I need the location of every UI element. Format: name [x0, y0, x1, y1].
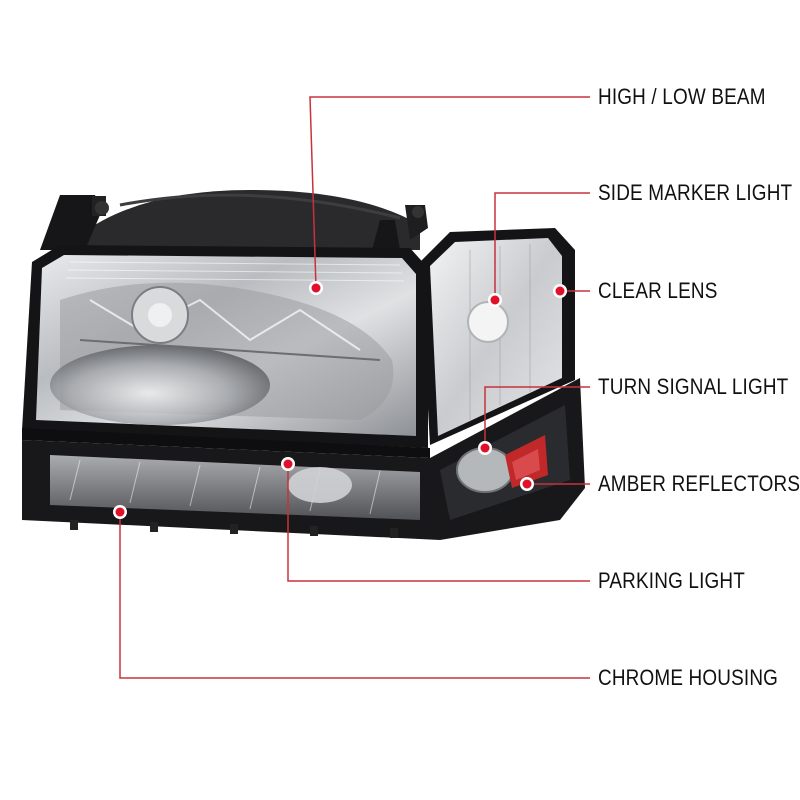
leader-parking-light [287, 464, 590, 582]
leader-chrome-housing [119, 512, 590, 679]
label-side-marker-light: SIDE MARKER LIGHT [598, 180, 793, 205]
dot-amber-reflectors [520, 477, 534, 491]
marker-dots [113, 281, 567, 519]
mounting-brackets [40, 195, 428, 250]
rear-housing [70, 190, 420, 250]
label-turn-signal-light: TURN SIGNAL LIGHT [598, 374, 789, 399]
lower-signal-housing [22, 378, 585, 540]
label-high-low-beam: HIGH / LOW BEAM [598, 84, 766, 109]
dot-turn-signal [478, 441, 492, 455]
leader-side-marker [494, 192, 590, 300]
dot-parking-light [281, 457, 295, 471]
label-parking-light: PARKING LIGHT [598, 568, 745, 593]
dot-high-low-beam [309, 281, 323, 295]
main-headlamp [22, 245, 430, 458]
label-clear-lens: CLEAR LENS [598, 278, 718, 303]
dot-chrome-housing [113, 505, 127, 519]
dot-clear-lens [553, 284, 567, 298]
leader-high-low-beam [309, 96, 590, 289]
label-amber-reflectors: AMBER REFLECTORS [598, 471, 800, 496]
label-chrome-housing: CHROME HOUSING [598, 665, 779, 690]
leader-turn-signal [484, 386, 590, 445]
dot-side-marker [488, 293, 502, 307]
